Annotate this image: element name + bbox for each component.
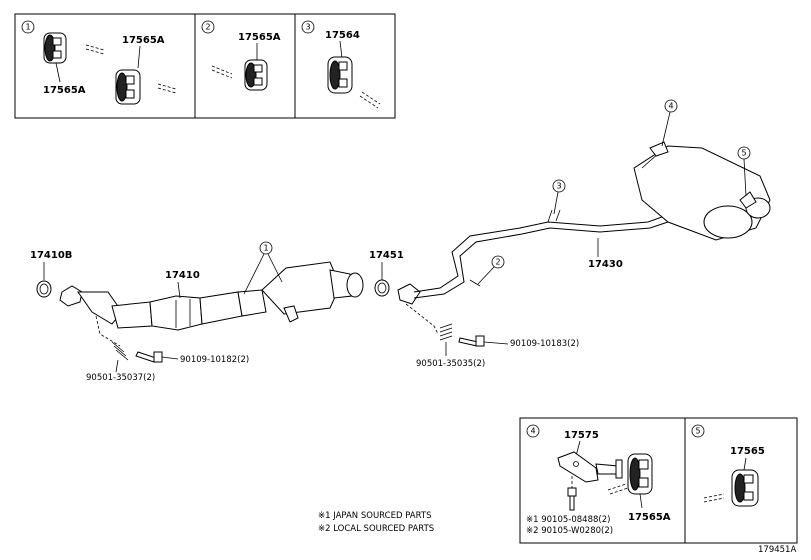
label-spring-left: 90501-35037(2)	[86, 373, 155, 383]
label-17410b: 17410B	[30, 250, 72, 261]
svg-text:5: 5	[741, 149, 746, 158]
inset-1-number: 1	[25, 23, 30, 32]
gasket-17410b	[36, 280, 52, 298]
callout-1	[259, 241, 273, 255]
inset-5-number: 5	[695, 427, 700, 436]
inset-4-number: 4	[530, 427, 535, 436]
bracket-icon	[557, 451, 623, 483]
gasket-17451	[374, 279, 390, 297]
front-pipe-converter-17410	[59, 261, 364, 331]
tail-pipe-17430	[397, 209, 681, 305]
svg-text:2: 2	[495, 258, 500, 267]
hanger-icon	[731, 469, 759, 507]
inset-2-label: 17565A	[238, 32, 281, 43]
inset-4-label-a: 17575	[564, 430, 599, 441]
label-spring-right: 90501-35035(2)	[416, 359, 485, 369]
inset-1-label-b: 17565A	[43, 85, 86, 96]
inset-3-label: 17564	[325, 30, 360, 41]
label-bolt-right: 90109-10183(2)	[510, 339, 579, 349]
inset-5-label: 17565	[730, 446, 765, 457]
label-bolt-left: 90109-10182(2)	[180, 355, 249, 365]
inset-4-label-b: 17565A	[628, 512, 671, 523]
inset-3-number: 3	[305, 23, 310, 32]
spring-icon	[111, 341, 129, 361]
bolt-icon	[567, 487, 577, 511]
spring-icon	[439, 323, 453, 341]
inset-2-number: 2	[205, 23, 210, 32]
label-17451: 17451	[369, 250, 404, 261]
callout-2	[491, 255, 505, 269]
inset-1: 1 17565A 17565A	[14, 13, 196, 119]
hanger-icon	[244, 59, 268, 91]
inset-4: 4 17575 ※1 90105-08488(2) ※2 90105-W0280…	[519, 417, 686, 544]
figure-id: 179451A	[758, 545, 796, 555]
bolt-icon	[135, 351, 163, 363]
legend-line-2: ※2 LOCAL SOURCED PARTS	[318, 524, 434, 534]
hanger-icon	[43, 32, 67, 64]
inset-5: 5 17565	[684, 417, 798, 544]
callout-3	[552, 179, 566, 193]
legend-line-1: ※1 JAPAN SOURCED PARTS	[318, 511, 431, 521]
inset-3: 3 17564	[294, 13, 396, 119]
bolt-icon	[458, 335, 485, 347]
muffler	[633, 141, 771, 241]
inset-2: 2 17565A	[194, 13, 296, 119]
hanger-icon	[327, 56, 353, 94]
inset-4-note-2: ※2 90105-W0280(2)	[526, 526, 613, 536]
inset-4-note-1: ※1 90105-08488(2)	[526, 515, 610, 525]
inset-1-label-a: 17565A	[122, 35, 165, 46]
callout-4	[664, 99, 678, 113]
hanger-icon	[627, 453, 653, 495]
label-17430: 17430	[588, 259, 623, 270]
label-17410: 17410	[165, 270, 200, 281]
svg-text:1: 1	[263, 244, 268, 253]
svg-text:3: 3	[556, 182, 561, 191]
svg-text:4: 4	[668, 102, 673, 111]
hanger-icon	[115, 69, 141, 105]
